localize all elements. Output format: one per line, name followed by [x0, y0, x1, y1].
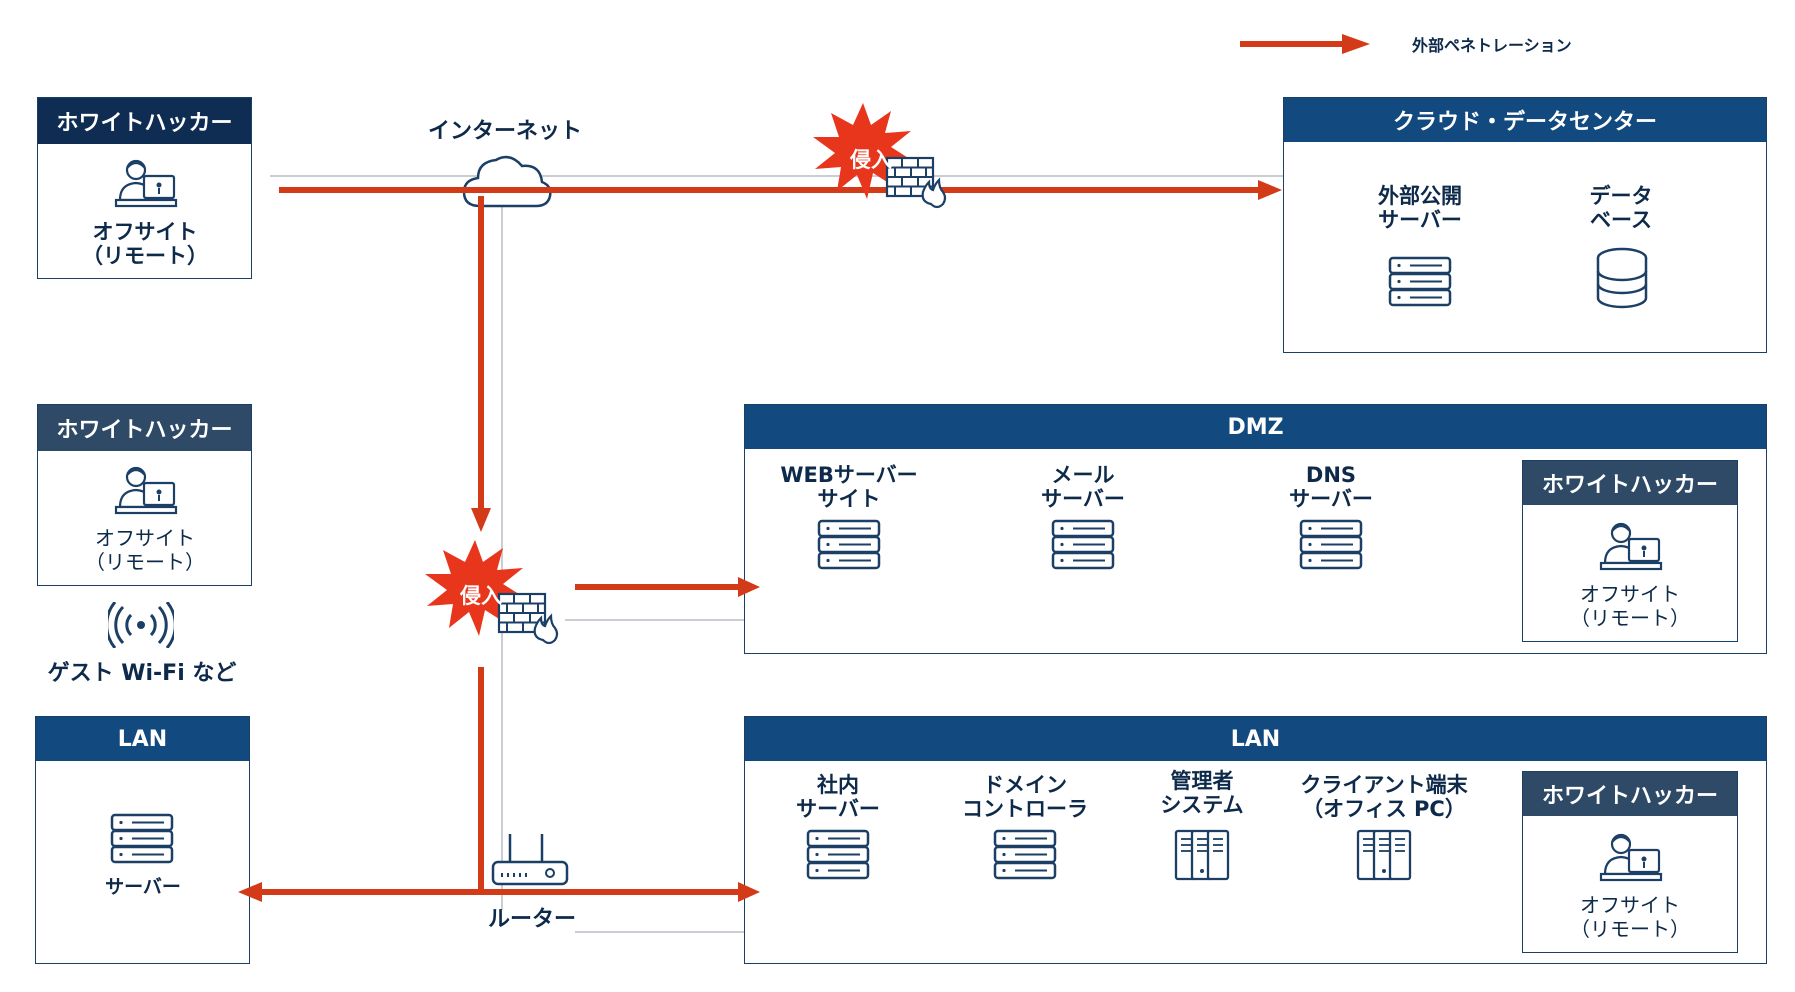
wifi-signal-icon	[108, 602, 174, 648]
hacker-box-title: ホワイトハッカー	[1523, 772, 1737, 816]
cloud-datacenter-box: クラウド・データセンター 外部公開 サーバー データ ベース	[1283, 97, 1767, 353]
hacker-label-line2: （リモート）	[82, 244, 208, 268]
intrusion-label: 侵入	[460, 584, 502, 608]
internal-server-label-2: サーバー	[796, 797, 880, 821]
hacker-label-line2: （リモート）	[1570, 917, 1690, 941]
dmz-box: DMZ WEBサーバー サイト メール サーバー DNS サーバー ホワイトハッ…	[744, 404, 1767, 654]
domain-controller-label-1: ドメイン	[983, 773, 1067, 797]
left-lan-title: LAN	[36, 717, 249, 761]
lan-title: LAN	[745, 717, 1766, 761]
domain-controller-label-2: コントローラ	[962, 797, 1088, 821]
dmz-hacker-box: ホワイトハッカー オフサイト （リモート）	[1522, 460, 1738, 642]
hacker-box-title: ホワイトハッカー	[38, 98, 251, 144]
web-server-label-2: サイト	[817, 487, 881, 511]
hacker-label-line1: オフサイト	[1580, 893, 1680, 917]
lan-box: LAN 社内 サーバー ドメイン コントローラ 管理者 システム クライアント端…	[744, 716, 1767, 964]
database-label-1: データ	[1589, 184, 1653, 208]
mail-server-label-2: サーバー	[1041, 487, 1125, 511]
admin-system-label-1: 管理者	[1170, 769, 1234, 793]
legend-label: 外部ペネトレーション	[1412, 36, 1572, 55]
database-label-2: ベース	[1590, 208, 1652, 232]
legend-arrow-icon	[1240, 34, 1370, 54]
hacker-label-line2: （リモート）	[1570, 606, 1690, 630]
intrusion-label: 侵入	[850, 148, 892, 172]
left-lan-box: LAN サーバー	[35, 716, 250, 964]
firewall-icon	[497, 592, 559, 645]
server-label: サーバー	[105, 876, 181, 898]
dns-server-label-2: サーバー	[1289, 487, 1373, 511]
public-server-label-2: サーバー	[1378, 208, 1462, 232]
hacker-box-title: ホワイトハッカー	[38, 405, 251, 451]
internal-server-label-1: 社内	[817, 773, 859, 797]
cloud-title: クラウド・データセンター	[1284, 98, 1766, 142]
router-icon	[491, 834, 569, 886]
internet-label: インターネット	[427, 119, 583, 144]
client-pc-label-1: クライアント端末	[1300, 773, 1468, 797]
hacker-label-line2: （リモート）	[85, 550, 205, 574]
router-label: ルーター	[487, 907, 577, 932]
mail-server-label-1: メール	[1051, 463, 1115, 487]
database-icon	[1596, 247, 1648, 309]
hacker-box-top: ホワイトハッカー オフサイト （リモート）	[37, 97, 252, 279]
hacker-box-title: ホワイトハッカー	[1523, 461, 1737, 505]
hacker-box-mid: ホワイトハッカー オフサイト （リモート）	[37, 404, 252, 586]
public-server-label-1: 外部公開	[1378, 184, 1462, 208]
lan-hacker-box: ホワイトハッカー オフサイト （リモート）	[1522, 771, 1738, 953]
hacker-label-line1: オフサイト	[95, 526, 195, 550]
client-pc-label-2: （オフィス PC）	[1302, 797, 1466, 821]
admin-system-label-2: システム	[1160, 793, 1244, 817]
firewall-icon	[885, 156, 947, 209]
hacker-label-line1: オフサイト	[1580, 582, 1680, 606]
guest-wifi-label: ゲスト Wi-Fi など	[47, 661, 237, 686]
dns-server-label-1: DNS	[1305, 463, 1357, 487]
hacker-label-line1: オフサイト	[92, 220, 198, 244]
web-server-label-1: WEBサーバー	[780, 463, 918, 487]
dmz-title: DMZ	[745, 405, 1766, 449]
